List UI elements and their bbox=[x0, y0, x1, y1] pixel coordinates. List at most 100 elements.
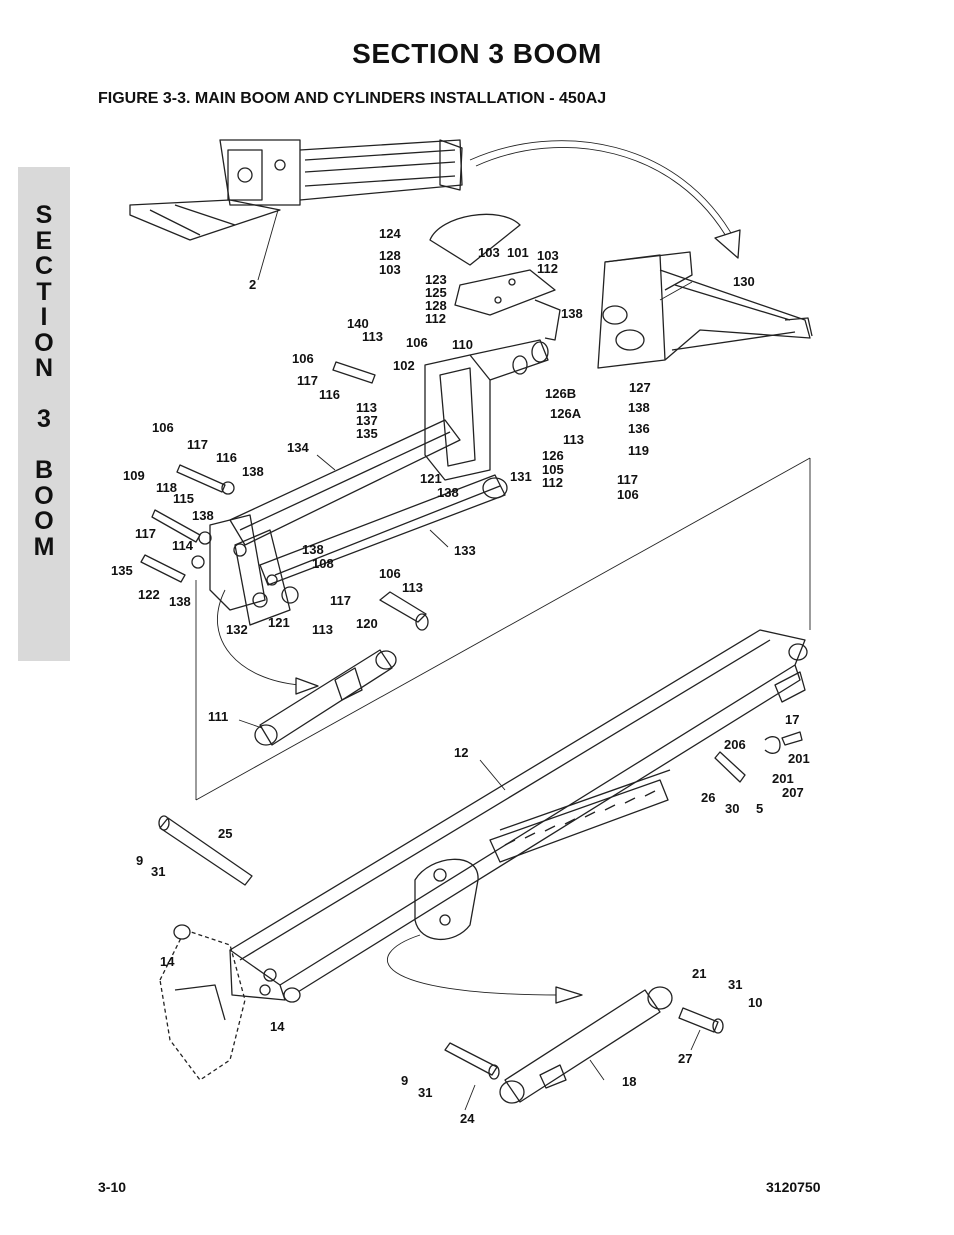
callout-label: 124 bbox=[379, 226, 401, 241]
callout-label: 9 bbox=[401, 1073, 408, 1088]
callout-label: 118 bbox=[156, 480, 177, 495]
callout-label: 138 bbox=[192, 508, 214, 523]
callout-label: 31 bbox=[151, 864, 165, 879]
pin-120-drawing bbox=[379, 591, 429, 631]
callout-label: 2 bbox=[249, 277, 256, 292]
side-tab-letter: O bbox=[34, 328, 54, 357]
callout-label: 9 bbox=[136, 853, 143, 868]
document-number: 3120750 bbox=[766, 1179, 821, 1195]
pins-left-drawing bbox=[140, 464, 235, 583]
callout-label: 117 bbox=[617, 472, 638, 487]
callout-label: 105 bbox=[542, 462, 564, 477]
assembly-arrow-upper bbox=[469, 140, 741, 259]
side-tab-letter: T bbox=[36, 277, 52, 306]
callout-label: 10 bbox=[748, 995, 762, 1010]
callout-label: 207 bbox=[782, 785, 804, 800]
callout-labels: 2 124 128 103 103 101 103 112 123 125 12… bbox=[111, 226, 810, 1126]
callout-label: 110 bbox=[452, 337, 473, 352]
callout-label: 14 bbox=[160, 954, 175, 969]
bracket-plate-drawing bbox=[429, 213, 561, 341]
callout-label: 138 bbox=[242, 464, 264, 479]
callout-label: 128 bbox=[379, 248, 401, 263]
callout-label: 138 bbox=[437, 485, 459, 500]
callout-label: 17 bbox=[785, 712, 799, 727]
side-tab-letter: M bbox=[33, 532, 55, 561]
callout-label: 112 bbox=[542, 475, 563, 490]
callout-label: 122 bbox=[138, 587, 160, 602]
callout-label: 116 bbox=[319, 387, 340, 402]
callout-label: 128 bbox=[425, 298, 447, 313]
bushings-14-drawing bbox=[173, 924, 301, 1003]
side-tab-letter: N bbox=[34, 354, 54, 382]
callout-label: 113 bbox=[402, 580, 423, 595]
figure-title: FIGURE 3-3. MAIN BOOM AND CYLINDERS INST… bbox=[98, 90, 607, 107]
callout-label: 111 bbox=[208, 709, 228, 724]
side-tab-letter: C bbox=[34, 252, 54, 280]
boom-tip-parts-drawing bbox=[714, 671, 806, 783]
callout-label: 117 bbox=[135, 526, 156, 541]
callout-label: 12 bbox=[454, 745, 468, 760]
callout-label: 135 bbox=[111, 563, 133, 578]
section-title: SECTION 3 BOOM bbox=[352, 38, 602, 69]
main-boom-drawing bbox=[229, 629, 808, 1001]
lift-cylinder-18-drawing bbox=[499, 986, 673, 1104]
callout-label: 127 bbox=[629, 380, 651, 395]
callout-label: 138 bbox=[302, 542, 324, 557]
alignment-lines bbox=[195, 457, 811, 801]
callout-label: 137 bbox=[356, 413, 378, 428]
pin-25-drawing bbox=[158, 815, 253, 886]
side-tab-letter: B bbox=[34, 456, 54, 484]
side-tab-letter: O bbox=[34, 481, 54, 510]
callout-label: 106 bbox=[152, 420, 174, 435]
callout-label: 206 bbox=[724, 737, 746, 752]
callout-label: 102 bbox=[393, 358, 415, 373]
callout-label: 117 bbox=[330, 593, 351, 608]
callout-label: 113 bbox=[563, 432, 584, 447]
assembly-arrow-middle bbox=[216, 589, 319, 695]
pins-lower-drawing bbox=[444, 1007, 724, 1080]
callout-label: 14 bbox=[270, 1019, 285, 1034]
callout-label: 109 bbox=[123, 468, 145, 483]
callout-label: 112 bbox=[425, 311, 446, 326]
upper-link-drawing bbox=[229, 419, 508, 586]
side-tab-letter: S bbox=[35, 201, 53, 229]
callout-label: 136 bbox=[628, 421, 650, 436]
callout-label: 103 bbox=[537, 248, 559, 263]
side-tab-letter: O bbox=[34, 507, 54, 535]
callout-label: 27 bbox=[678, 1051, 692, 1066]
callout-label: 138 bbox=[561, 306, 583, 321]
callout-label: 25 bbox=[218, 826, 232, 841]
callout-label: 121 bbox=[268, 615, 290, 630]
pivot-bracket-drawing bbox=[597, 251, 813, 369]
callout-label: 138 bbox=[169, 594, 191, 609]
callout-label: 113 bbox=[356, 400, 377, 415]
callout-label: 126A bbox=[550, 406, 582, 421]
callout-label: 140 bbox=[347, 316, 369, 331]
callout-label: 114 bbox=[172, 538, 194, 553]
callout-label: 201 bbox=[788, 751, 810, 766]
link-plates-drawing bbox=[209, 514, 299, 626]
page-number: 3-10 bbox=[98, 1179, 127, 1195]
side-tab-letter: E bbox=[35, 226, 53, 255]
callout-label: 126B bbox=[545, 386, 576, 401]
callout-label: 135 bbox=[356, 426, 378, 441]
callout-label: 112 bbox=[537, 261, 558, 276]
callout-label: 106 bbox=[379, 566, 401, 581]
callout-label: 123 bbox=[425, 272, 447, 287]
callout-label: 31 bbox=[728, 977, 742, 992]
callout-label: 106 bbox=[617, 487, 639, 502]
callout-label: 133 bbox=[454, 543, 476, 558]
callout-label: 113 bbox=[312, 622, 333, 637]
callout-label: 31 bbox=[418, 1085, 432, 1100]
callout-label: 130 bbox=[733, 274, 755, 289]
callout-label: 103 bbox=[478, 245, 500, 260]
upright-plate-drawing bbox=[332, 339, 549, 481]
callout-label: 120 bbox=[356, 616, 378, 631]
callout-label: 125 bbox=[425, 285, 447, 300]
callout-label: 126 bbox=[542, 448, 564, 463]
callout-label: 121 bbox=[420, 471, 442, 486]
callout-label: 26 bbox=[701, 790, 715, 805]
callout-label: 5 bbox=[756, 801, 763, 816]
